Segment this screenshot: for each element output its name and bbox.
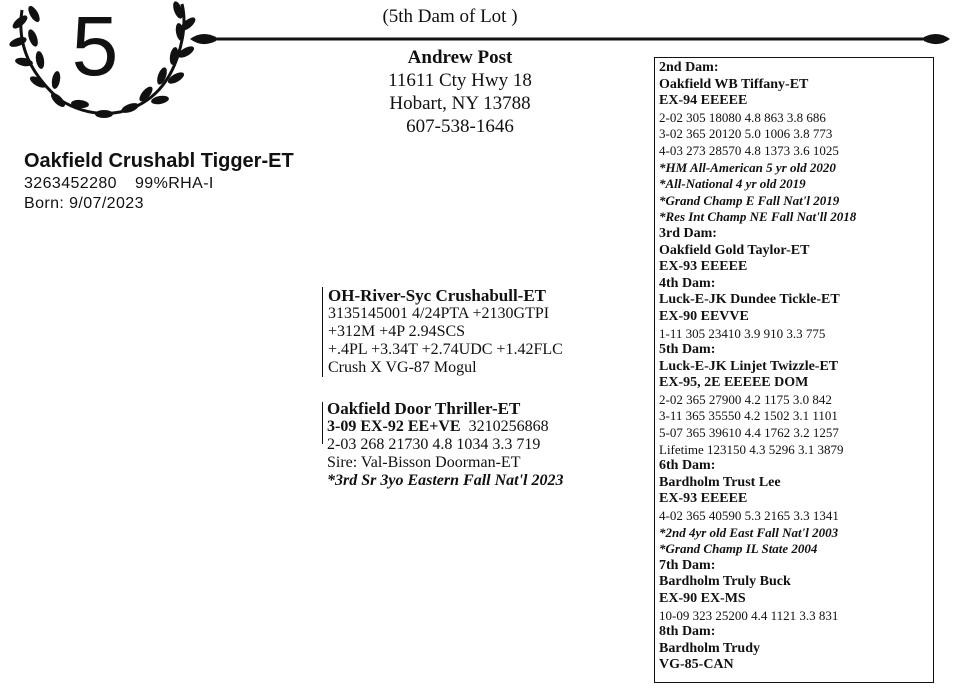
sire-line: +.4PL +3.34T +2.74UDC +1.42FLC — [328, 341, 563, 358]
pedigree-dam-name: Luck-E-JK Dundee Tickle-ET — [659, 292, 840, 308]
dam-registration: 3210256868 — [468, 418, 549, 435]
laurel-wreath-icon — [9, 1, 196, 118]
animal-block: Oakfield Crushabl Tigger-ET 3263452280 99… — [24, 148, 294, 214]
pedigree-dam-name: Bardholm Trudy — [659, 640, 761, 656]
pedigree-classification: EX-90 EX-MS — [659, 591, 746, 606]
pedigree-dam-name: Luck-E-JK Linjet Twizzle-ET — [659, 358, 839, 374]
animal-born: Born: 9/07/2023 — [24, 195, 144, 212]
pedigree-record: 4-02 365 40590 5.3 2165 3.3 1341 — [659, 508, 839, 524]
pedigree-generation-label: 8th Dam: — [659, 624, 716, 640]
pedigree-award: *2nd 4yr old East Fall Nat'l 2003 — [659, 524, 839, 540]
sire-line: Crush X VG-87 Mogul — [328, 359, 477, 376]
pedigree-classification: VG-85-CAN — [659, 657, 734, 673]
pedigree-dam-name: Bardholm Truly Buck — [659, 574, 791, 590]
dam-block: Oakfield Door Thriller-ET 3-09 EX-92 EE+… — [327, 400, 627, 490]
pedigree-generation-label: 5th Dam: — [659, 342, 716, 358]
pedigree-record: 3-02 365 20120 5.0 1006 3.8 773 — [659, 126, 833, 142]
pedigree-dam-name: Oakfield Gold Taylor-ET — [659, 242, 810, 258]
pedigree-generation-label: 7th Dam: — [659, 557, 716, 573]
dam-of-lot-caption: (5th Dam of Lot ) — [382, 6, 518, 27]
sire-block: OH-River-Syc Crushabull-ET 3135145001 4/… — [322, 287, 618, 377]
pedigree-generation-label: 2nd Dam: — [659, 60, 719, 75]
owner-city: Hobart, NY 13788 — [389, 93, 531, 114]
pedigree-classification: EX-90 EEVVE — [659, 308, 749, 324]
pedigree-record: 1-11 305 23410 3.9 910 3.3 775 — [659, 325, 826, 341]
dam-classification: 3-09 EX-92 EE+VE — [327, 418, 461, 435]
pedigree-record: 4-03 273 28570 4.8 1373 3.6 1025 — [659, 142, 839, 158]
pedigree-record: 10-09 323 25200 4.4 1121 3.3 831 — [659, 607, 839, 623]
pedigree-generation-label: 3rd Dam: — [659, 225, 717, 241]
owner-street: 11611 Cty Hwy 18 — [388, 70, 532, 91]
animal-name: Oakfield Crushabl Tigger-ET — [24, 150, 294, 172]
owner-name: Andrew Post — [407, 47, 513, 68]
animal-registration: 3263452280 — [24, 175, 117, 192]
pedigree-award: *All-National 4 yr old 2019 — [659, 176, 806, 192]
sire-line: +312M +4P 2.94SCS — [328, 323, 466, 340]
animal-breed: 99%RHA-I — [134, 175, 214, 192]
pedigree-classification: EX-94 EEEEE — [659, 93, 748, 109]
dam-bracket-line — [322, 402, 323, 444]
pedigree-record: Lifetime 123150 4.3 5296 3.1 3879 — [659, 441, 844, 457]
dam-award: *3rd Sr 3yo Eastern Fall Nat'l 2023 — [327, 472, 564, 489]
pedigree-award: *Grand Champ IL State 2004 — [659, 541, 818, 557]
dam-name: Oakfield Door Thriller-ET — [327, 399, 521, 418]
owner-phone: 607-538-1646 — [406, 116, 514, 137]
dam-record: 2-03 268 21730 4.8 1034 3.3 719 — [327, 436, 541, 453]
pedigree-record: 3-11 365 35550 4.2 1502 3.1 1101 — [659, 408, 838, 424]
pedigree-record: 2-02 365 27900 4.2 1175 3.0 842 — [659, 391, 832, 407]
pedigree-dam-name: Oakfield WB Tiffany-ET — [659, 76, 809, 92]
pedigree-award: *HM All-American 5 yr old 2020 — [659, 159, 836, 175]
pedigree-generation-label: 6th Dam: — [659, 458, 716, 474]
pedigree-classification: EX-93 EEEEE — [659, 259, 748, 275]
pedigree-record: 2-02 305 18080 4.8 863 3.8 686 — [659, 109, 826, 125]
sire-name: OH-River-Syc Crushabull-ET — [328, 286, 547, 305]
pedigree-record: 5-07 365 39610 4.4 1762 3.2 1257 — [659, 425, 839, 441]
dam-sire: Sire: Val-Bisson Doorman-ET — [327, 454, 521, 471]
owner-block: Andrew Post 11611 Cty Hwy 18 Hobart, NY … — [340, 46, 580, 138]
lot-number: 5 — [71, 0, 119, 93]
pedigree-dam-name: Bardholm Trust Lee — [659, 474, 781, 490]
pedigree-award: *Grand Champ E Fall Nat'l 2019 — [659, 192, 840, 208]
sire-line: 3135145001 4/24PTA +2130GTPI — [328, 305, 550, 322]
pedigree-award: *Res Int Champ NE Fall Nat'll 2018 — [659, 209, 857, 225]
pedigree-generation-label: 4th Dam: — [659, 275, 716, 291]
header-divider-line — [190, 33, 950, 45]
pedigree-classification: EX-93 EEEEE — [659, 491, 748, 507]
pedigree-classification: EX-95, 2E EEEEE DOM — [659, 375, 809, 391]
